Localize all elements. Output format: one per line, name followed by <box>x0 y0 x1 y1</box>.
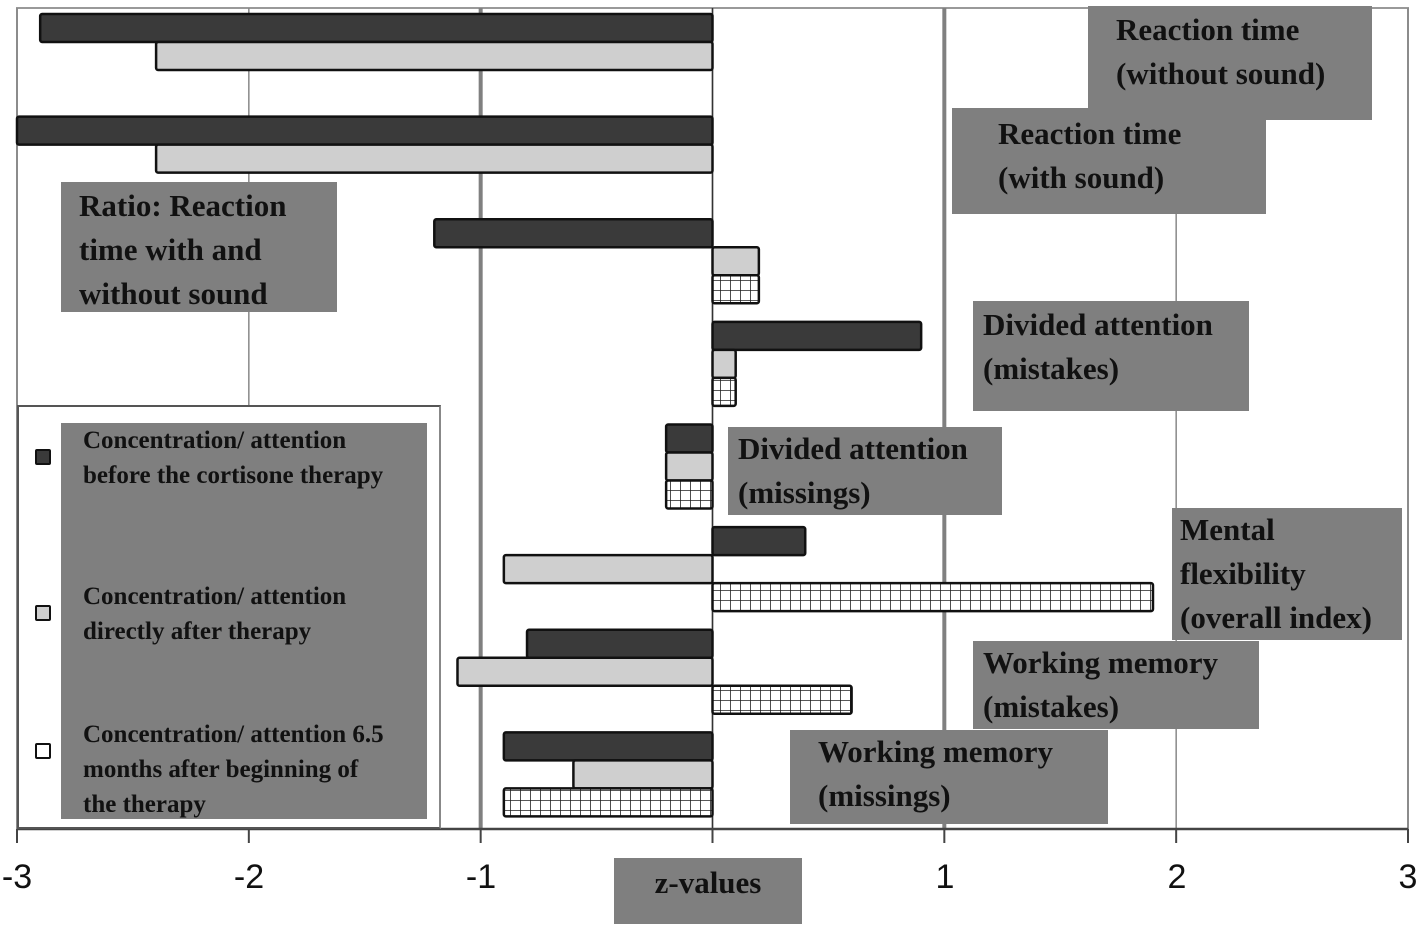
x-tick-label: 2 <box>1167 858 1187 896</box>
legend: Concentration/ attention before the cort… <box>17 405 441 829</box>
x-axis-label: z-values <box>614 858 802 924</box>
bars <box>15 12 1155 818</box>
bar-before <box>38 12 714 44</box>
x-tick-label: -1 <box>465 858 497 896</box>
category-label-ratio: Ratio: Reaction time with and without so… <box>61 182 337 312</box>
category-label-reaction-time-with-sound: Reaction time (with sound) <box>952 108 1266 214</box>
x-tick-label: -3 <box>1 858 33 896</box>
bar-after <box>711 348 737 380</box>
bar-6-5-months <box>711 684 853 715</box>
bar-before <box>711 320 923 352</box>
bar-before <box>664 423 714 454</box>
bar-before <box>502 731 714 762</box>
legend-text: Concentration/ attention before the cort… <box>83 427 384 489</box>
bar-after <box>664 451 714 482</box>
x-tick-label: 3 <box>1398 858 1418 896</box>
bar-before <box>15 115 714 146</box>
bar-6-5-months <box>664 479 714 510</box>
category-label-divided-attention-missings: Divided attention (missings) <box>728 427 1002 515</box>
legend-text: Concentration/ attention 6.5 months afte… <box>83 721 384 818</box>
bar-before <box>711 525 807 557</box>
bar-before <box>525 628 714 659</box>
bar-after <box>502 553 714 585</box>
category-label-reaction-time-without-sound: Reaction time (without sound) <box>1088 6 1372 120</box>
category-label-working-memory-mistakes: Working memory (mistakes) <box>973 641 1259 729</box>
bar-after <box>154 143 714 174</box>
category-label-working-memory-missings: Working memory (missings) <box>790 730 1108 824</box>
bar-after <box>572 759 714 790</box>
bar-6-5-months <box>711 376 737 408</box>
bar-6-5-months <box>711 581 1155 613</box>
bar-before <box>433 218 714 249</box>
bar-6-5-months <box>711 274 761 305</box>
category-label-divided-attention-mistakes: Divided attention (mistakes) <box>973 301 1249 411</box>
legend-text: Concentration/ attention directly after … <box>83 583 347 645</box>
bar-6-5-months <box>502 787 714 818</box>
category-label-mental-flexibility: Mental flexibility (overall index) <box>1172 508 1402 640</box>
x-axis <box>16 827 1409 843</box>
legend-swatch-dark <box>35 449 51 465</box>
legend-swatch-grid <box>35 743 51 759</box>
legend-swatch-light <box>35 605 51 621</box>
bar-after <box>456 656 714 687</box>
bar-after <box>711 246 761 277</box>
legend-background <box>61 423 427 819</box>
x-tick-label: 1 <box>935 858 955 896</box>
x-tick-label: -2 <box>233 858 265 896</box>
bar-after <box>154 40 714 72</box>
